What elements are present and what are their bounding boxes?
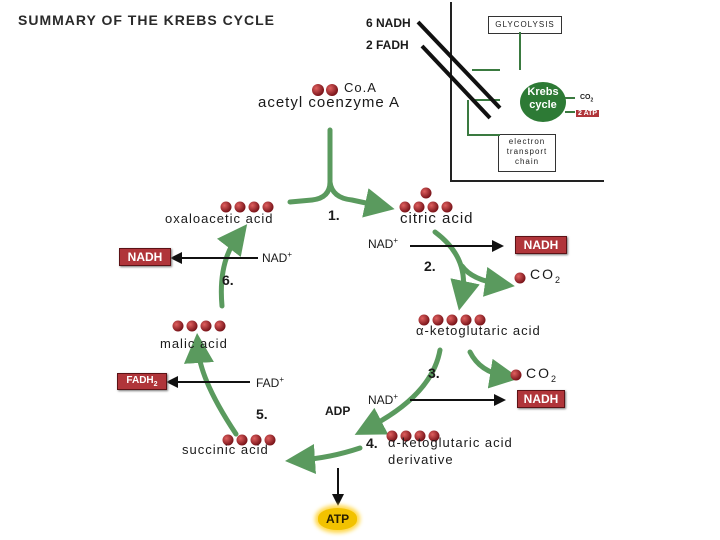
glycolysis-box: GLYCOLYSIS xyxy=(488,16,562,34)
cofactor-arrows xyxy=(166,240,506,506)
step-1-label: 1. xyxy=(328,207,340,223)
krebs-label-line1: Krebs xyxy=(527,86,559,98)
alpha-keto-derivative-label-line2: derivative xyxy=(388,452,454,467)
citric-beads xyxy=(399,187,453,213)
nadh-tag-step6: NADH xyxy=(119,248,171,266)
alpha-keto-derivative-label-line1: α-ketoglutaric acid xyxy=(388,435,513,450)
cycle-arrows xyxy=(183,127,520,474)
etc-line3: chain xyxy=(514,157,540,166)
nad-plus-step6: NAD+ xyxy=(262,250,293,265)
coa-beads xyxy=(312,84,338,96)
krebs-label-line2: cycle xyxy=(529,99,557,111)
succinic-beads xyxy=(222,434,276,446)
nadh-tag-step3: NADH xyxy=(517,390,565,408)
co2-beads xyxy=(510,272,526,381)
step-4-label: 4. xyxy=(366,435,378,451)
alpha-keto-beads xyxy=(418,314,486,326)
nad-plus-step2: NAD+ xyxy=(368,236,399,251)
alpha-keto-label: α-ketoglutaric acid xyxy=(416,323,541,338)
inset-flow-lines xyxy=(467,32,575,136)
inset-atp-label: 2 ATP xyxy=(576,110,600,117)
nad-plus-step3: NAD+ xyxy=(368,392,399,407)
fad-plus-step5: FAD+ xyxy=(256,375,285,390)
top-nadh-label: 6 NADH xyxy=(366,16,411,30)
top-fadh-label: 2 FADH xyxy=(366,38,409,52)
step-3-label: 3. xyxy=(428,365,440,381)
adp-label: ADP xyxy=(325,404,351,418)
step-5-label: 5. xyxy=(256,406,268,422)
glycolysis-label: GLYCOLYSIS xyxy=(495,20,555,29)
etc-box: electron transport chain xyxy=(498,134,556,172)
diagram-title: SUMMARY OF THE KREBS CYCLE xyxy=(18,12,276,28)
step-6-label: 6. xyxy=(222,272,234,288)
inset-co2-label: CO2 xyxy=(580,94,594,104)
co2-step3: CO2 xyxy=(526,365,559,384)
co2-step2: CO2 xyxy=(530,266,563,285)
malic-label: malic acid xyxy=(160,336,228,351)
citric-label: citric acid xyxy=(400,210,474,227)
nadh-tag-step2: NADH xyxy=(515,236,567,254)
etc-line2: transport xyxy=(506,147,548,156)
fadh2-tag-step5: FADH2 xyxy=(117,373,167,390)
etc-line1: electron xyxy=(508,137,546,146)
step-2-label: 2. xyxy=(424,258,436,274)
oxaloacetic-label: oxaloacetic acid xyxy=(165,211,274,226)
pointer-lines xyxy=(416,20,502,120)
overview-inset: GLYCOLYSIS Krebs cycle CO2 2 ATP electro… xyxy=(450,2,604,182)
alpha-keto-derivative-beads xyxy=(386,430,440,442)
coa-label: Co.A xyxy=(344,80,377,95)
atp-tag: ATP xyxy=(318,508,358,530)
succinic-label: succinic acid xyxy=(182,442,269,457)
acetyl-coa-label: acetyl coenzyme A xyxy=(258,94,401,111)
krebs-cycle-circle: Krebs cycle xyxy=(520,82,566,122)
oxaloacetic-beads xyxy=(220,201,274,213)
malic-beads xyxy=(172,320,226,332)
